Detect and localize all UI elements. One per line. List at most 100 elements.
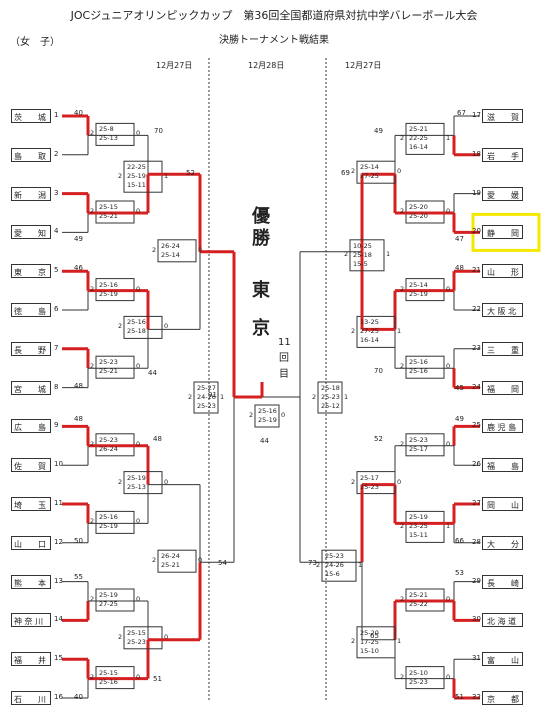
set-score: 25-23 bbox=[197, 402, 216, 410]
score-loser-sets: 0 bbox=[446, 439, 451, 448]
team-box-left: 長 野 bbox=[11, 341, 51, 356]
set-score: 25-23 bbox=[99, 435, 118, 444]
team-box-right: 北 海 道 bbox=[482, 613, 523, 628]
set-score: 27-25 bbox=[360, 172, 379, 181]
score-loser-sets: 0 bbox=[164, 632, 169, 641]
score-box bbox=[405, 122, 445, 155]
score-loser-sets: 0 bbox=[136, 672, 141, 681]
team-box-left: 東 京 bbox=[11, 264, 51, 279]
set-score: 25-19 bbox=[99, 522, 118, 531]
set-score: 25-10 bbox=[409, 668, 428, 677]
set-score: 25-23 bbox=[409, 677, 428, 686]
score-box bbox=[349, 239, 385, 272]
set-score: 17-25 bbox=[360, 637, 379, 646]
set-score: 25-20 bbox=[409, 212, 428, 220]
set-score: 25-17 bbox=[360, 473, 379, 482]
team-name: 神 奈 川 bbox=[14, 617, 44, 627]
score-loser-sets: 1 bbox=[220, 392, 225, 401]
team-number: 14 bbox=[54, 615, 63, 624]
set-score: 25-19 bbox=[127, 473, 146, 482]
set-score: 24-26 bbox=[197, 393, 216, 401]
score-winner-sets: 2 bbox=[152, 245, 157, 254]
team-number: 29 bbox=[472, 576, 481, 585]
set-score: 25-21 bbox=[161, 561, 180, 570]
score-loser-sets: 0 bbox=[136, 439, 141, 448]
team-name: 福 岡 bbox=[487, 384, 519, 394]
match-number: 67 bbox=[457, 109, 466, 117]
score-winner-sets: 2 bbox=[90, 517, 95, 526]
score-box bbox=[123, 471, 163, 495]
team-name: 岡 山 bbox=[487, 501, 519, 510]
team-name: 埼 玉 bbox=[14, 501, 46, 510]
set-score: 25-16 bbox=[127, 318, 146, 327]
team-box-left: 福 井 bbox=[11, 652, 51, 667]
score-winner-sets: 2 bbox=[188, 392, 193, 401]
set-score: 27-25 bbox=[99, 600, 118, 608]
score-box bbox=[317, 381, 343, 414]
set-score: 25-21 bbox=[409, 125, 428, 134]
score-loser-sets: 1 bbox=[397, 637, 402, 646]
score-box bbox=[405, 433, 445, 457]
set-score: 25-18 bbox=[353, 250, 372, 259]
team-number: 16 bbox=[54, 693, 63, 701]
match-number: 50 bbox=[74, 537, 83, 545]
set-score: 25-23 bbox=[99, 358, 118, 367]
team-box-right: 福 島 bbox=[482, 458, 523, 473]
score-box bbox=[356, 471, 396, 495]
score-winner-sets: 2 bbox=[400, 362, 405, 371]
score-loser-sets: 0 bbox=[136, 517, 141, 526]
team-name: 大 分 bbox=[487, 539, 519, 549]
score-winner-sets: 2 bbox=[351, 477, 356, 486]
page-title: JOCジュニアオリンピックカップ 第36回全国都道府県対抗中学バレーボール大会 bbox=[70, 9, 478, 22]
champion-times-3: 目 bbox=[279, 369, 289, 380]
set-score: 25-19 bbox=[409, 513, 428, 522]
set-score: 25-23 bbox=[321, 393, 340, 401]
champion-times-1: 11 bbox=[278, 337, 291, 348]
set-score: 15-11 bbox=[409, 531, 428, 540]
set-score: 25-19 bbox=[258, 416, 277, 424]
team-box-right: 愛 媛 bbox=[482, 186, 523, 201]
set-score: 25-16 bbox=[99, 513, 118, 522]
score-loser-sets: 0 bbox=[136, 362, 141, 371]
team-number: 13 bbox=[54, 576, 63, 585]
set-score: 25-23 bbox=[325, 552, 344, 561]
set-score: 16-14 bbox=[360, 336, 379, 345]
match-number: 54 bbox=[218, 559, 227, 567]
set-score: 25-21 bbox=[99, 212, 118, 220]
set-score: 23-25 bbox=[409, 522, 428, 531]
score-winner-sets: 2 bbox=[344, 250, 349, 259]
team-box-left: 愛 知 bbox=[11, 225, 51, 240]
set-score: 25-15 bbox=[127, 628, 146, 637]
set-score: 25-12 bbox=[321, 402, 340, 410]
team-name: 北 海 道 bbox=[487, 617, 517, 627]
score-box bbox=[356, 315, 396, 348]
score-box bbox=[95, 588, 135, 612]
team-number: 7 bbox=[54, 343, 59, 352]
set-score: 26-24 bbox=[161, 241, 180, 250]
team-box-right: 岩 手 bbox=[482, 147, 523, 162]
score-loser-sets: 0 bbox=[446, 672, 451, 681]
team-name: 愛 知 bbox=[14, 229, 46, 239]
team-name: 東 京 bbox=[14, 268, 46, 278]
score-winner-sets: 2 bbox=[249, 411, 254, 419]
team-number: 10 bbox=[54, 460, 63, 469]
score-loser-sets: 0 bbox=[397, 477, 402, 486]
set-score: 25-19 bbox=[99, 591, 118, 599]
score-winner-sets: 2 bbox=[351, 167, 356, 176]
team-box-right: 京 都 bbox=[482, 691, 523, 705]
match-number: 49 bbox=[374, 127, 383, 135]
match-number: 49 bbox=[74, 235, 83, 243]
score-winner-sets: 2 bbox=[90, 595, 95, 603]
match-number: 40 bbox=[74, 109, 83, 117]
score-loser-sets: 0 bbox=[198, 245, 203, 254]
score-winner-sets: 2 bbox=[351, 637, 356, 646]
match-number: 69 bbox=[341, 169, 350, 177]
set-score: 15-10 bbox=[360, 646, 379, 655]
team-box-left: 石 川 bbox=[11, 691, 51, 705]
score-winner-sets: 2 bbox=[351, 326, 356, 335]
team-name: 山 口 bbox=[14, 539, 46, 549]
team-box-left: 埼 玉 bbox=[11, 497, 51, 511]
team-number: 6 bbox=[54, 305, 59, 313]
date-right: 12月27日 bbox=[345, 61, 382, 70]
